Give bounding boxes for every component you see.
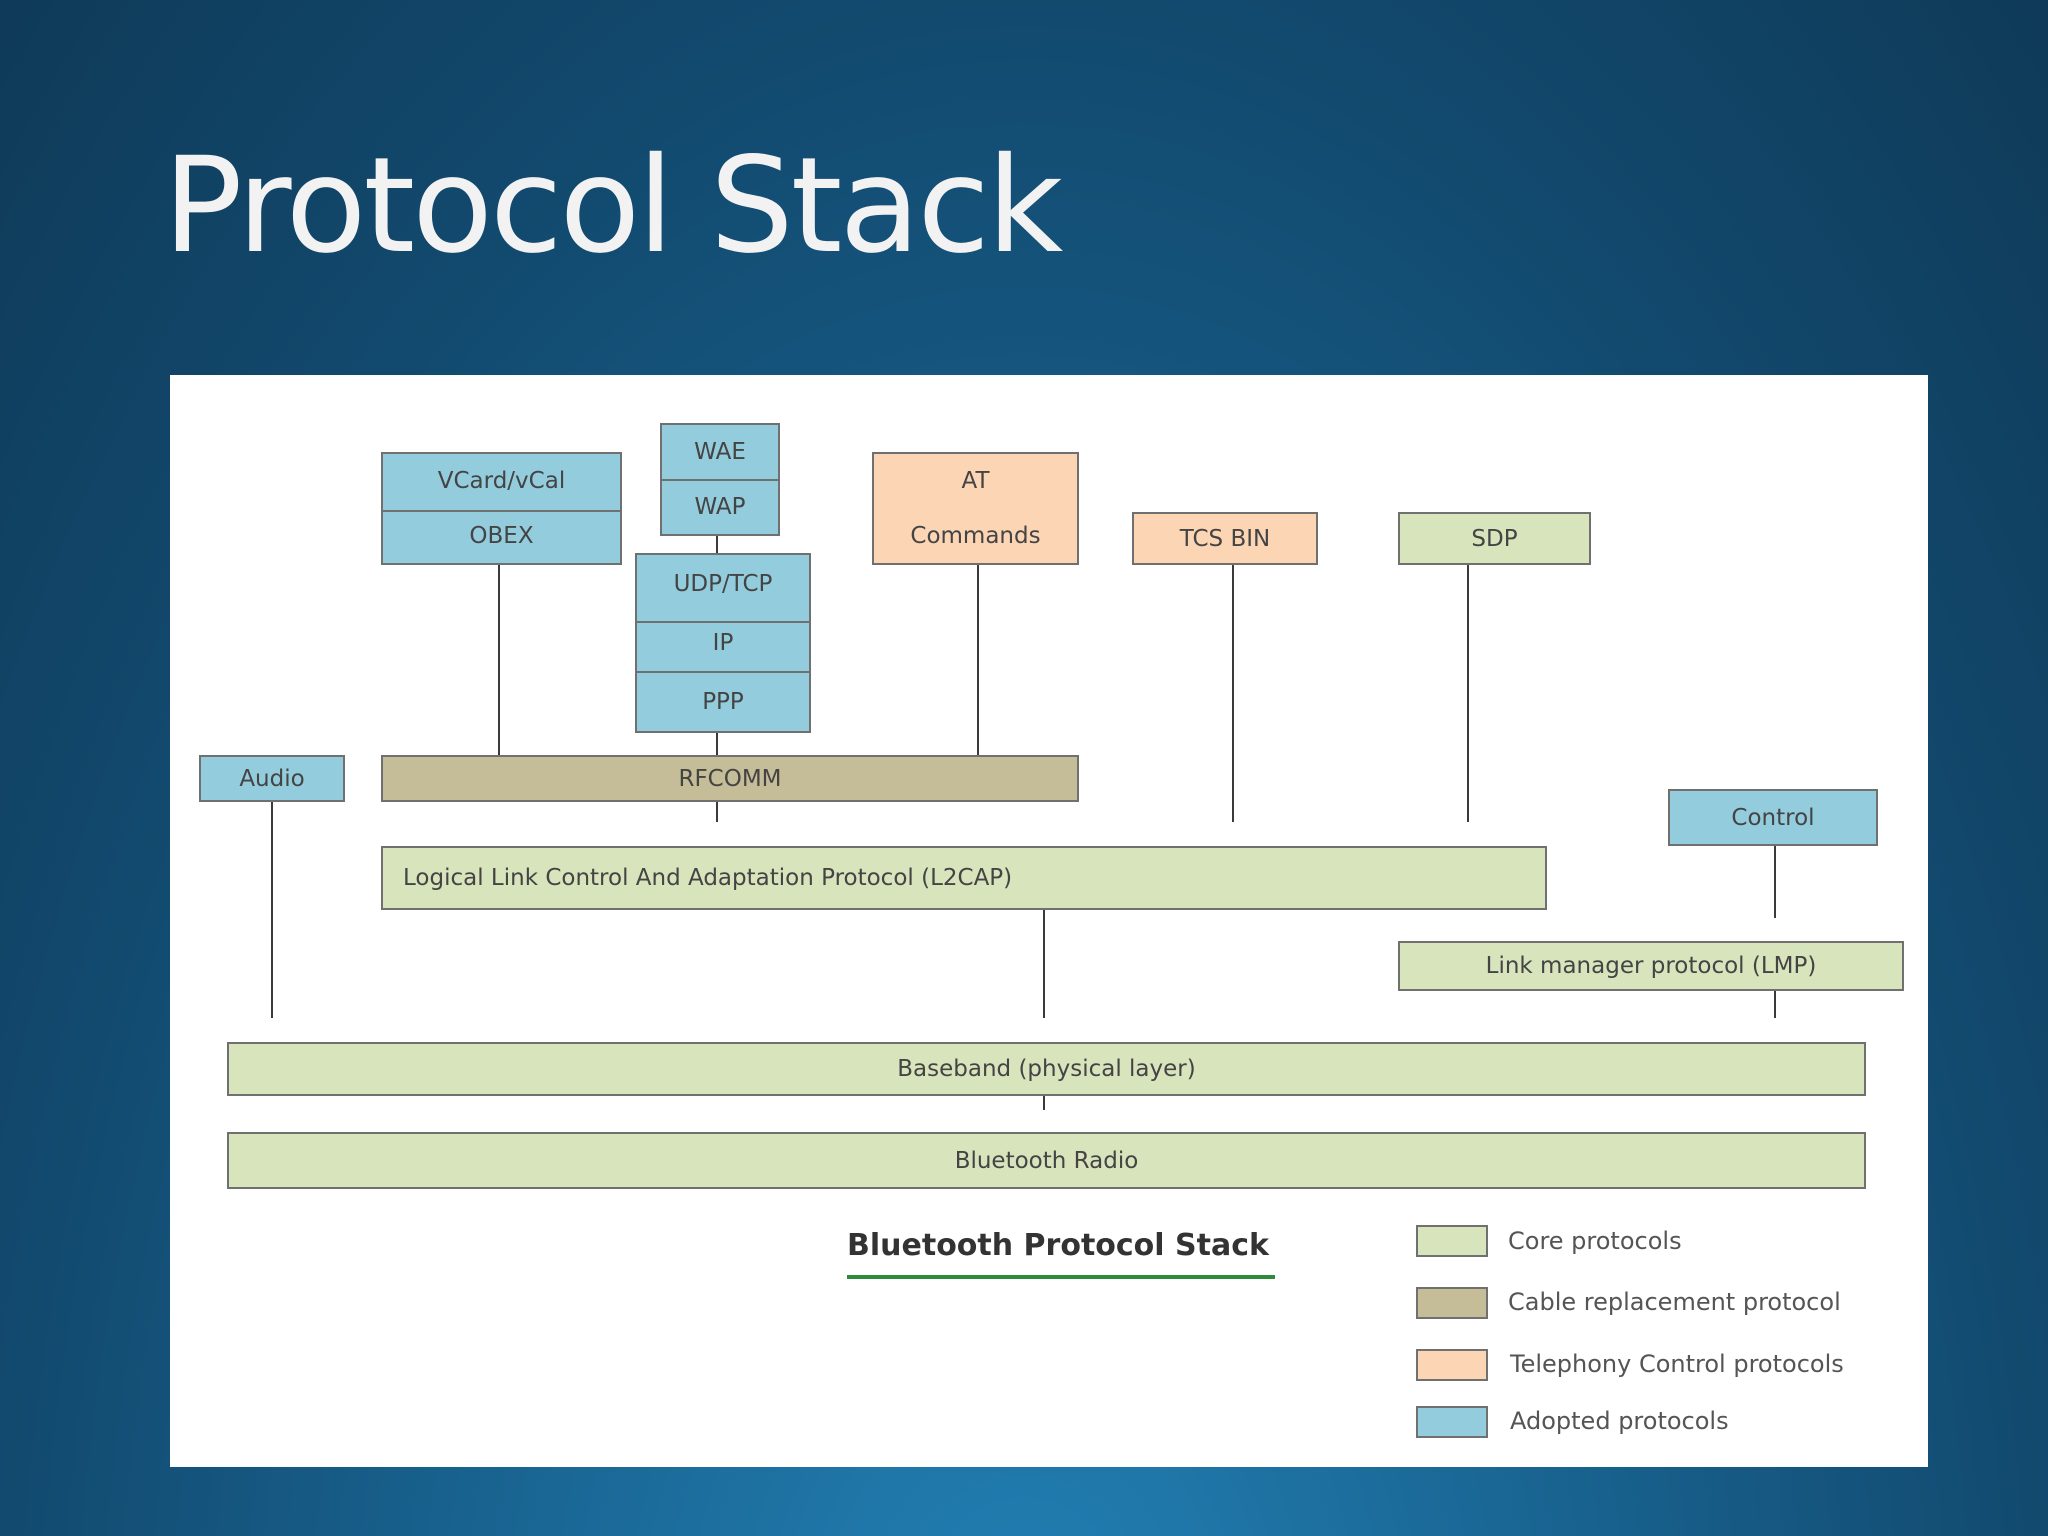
commands-label: Commands bbox=[910, 522, 1041, 549]
rfcomm-label: RFCOMM bbox=[678, 765, 782, 792]
wap-label: WAP bbox=[694, 493, 746, 520]
sdp-box: SDP bbox=[1398, 512, 1591, 565]
connector-obex-rfcomm bbox=[498, 563, 500, 755]
l2cap-box: Logical Link Control And Adaptation Prot… bbox=[381, 846, 1547, 910]
connector-sdp-l2cap bbox=[1467, 563, 1469, 822]
connector-l2cap-baseband bbox=[1043, 908, 1045, 1018]
udp-ip-ppp-block: UDP/TCP IP PPP bbox=[635, 553, 811, 733]
control-label: Control bbox=[1731, 804, 1815, 831]
audio-label: Audio bbox=[239, 765, 305, 792]
slide-title: Protocol Stack bbox=[163, 129, 1063, 283]
tcs-bin-box: TCS BIN bbox=[1132, 512, 1318, 565]
udp-ip-divider bbox=[635, 621, 811, 623]
bluetooth-radio-label: Bluetooth Radio bbox=[954, 1147, 1139, 1174]
at-label: AT bbox=[961, 468, 990, 495]
connector-at-rfcomm bbox=[977, 563, 979, 755]
lmp-box: Link manager protocol (LMP) bbox=[1398, 941, 1904, 991]
control-box: Control bbox=[1668, 789, 1878, 846]
wae-label: WAE bbox=[694, 439, 746, 466]
connector-wap-udp bbox=[716, 535, 718, 555]
baseband-box: Baseband (physical layer) bbox=[227, 1042, 1866, 1096]
obex-label: OBEX bbox=[469, 522, 534, 549]
legend-swatch-adopted bbox=[1416, 1406, 1488, 1438]
at-commands-box: AT Commands bbox=[872, 452, 1079, 565]
rfcomm-box: RFCOMM bbox=[381, 755, 1079, 802]
caption-underline bbox=[847, 1275, 1275, 1279]
tcs-bin-label: TCS BIN bbox=[1179, 525, 1271, 552]
vcard-obex-divider bbox=[381, 510, 622, 512]
connector-tcsbin-l2cap bbox=[1232, 563, 1234, 822]
ip-label: IP bbox=[712, 629, 734, 656]
connector-audio-baseband bbox=[271, 800, 273, 1018]
udp-tcp-label: UDP/TCP bbox=[673, 571, 773, 598]
legend-label-telephony: Telephony Control protocols bbox=[1510, 1350, 1844, 1378]
vcard-label: VCard/vCal bbox=[437, 468, 566, 495]
legend-label-cable: Cable replacement protocol bbox=[1508, 1288, 1841, 1316]
legend-swatch-core bbox=[1416, 1225, 1488, 1257]
audio-box: Audio bbox=[199, 755, 345, 802]
baseband-label: Baseband (physical layer) bbox=[897, 1056, 1196, 1082]
legend-swatch-cable bbox=[1416, 1287, 1488, 1319]
vcard-obex-block: VCard/vCal OBEX bbox=[381, 452, 622, 565]
bluetooth-radio-box: Bluetooth Radio bbox=[227, 1132, 1866, 1189]
wae-wap-divider bbox=[660, 479, 780, 481]
connector-lmp-baseband bbox=[1774, 965, 1776, 1018]
ip-ppp-divider bbox=[635, 671, 811, 673]
protocol-stack-diagram: VCard/vCal OBEX WAE WAP UDP/TCP IP PPP A… bbox=[170, 375, 1928, 1467]
sdp-label: SDP bbox=[1471, 525, 1518, 552]
legend-swatch-telephony bbox=[1416, 1349, 1488, 1381]
ppp-label: PPP bbox=[702, 688, 744, 715]
lmp-label: Link manager protocol (LMP) bbox=[1485, 953, 1817, 979]
connector-rfcomm-l2cap bbox=[716, 800, 718, 822]
connector-control-lmp bbox=[1774, 835, 1776, 918]
diagram-caption: Bluetooth Protocol Stack bbox=[847, 1228, 1269, 1263]
legend-label-core: Core protocols bbox=[1508, 1227, 1682, 1255]
connector-ppp-rfcomm bbox=[716, 731, 718, 755]
l2cap-label: Logical Link Control And Adaptation Prot… bbox=[403, 865, 1013, 891]
legend-label-adopted: Adopted protocols bbox=[1510, 1407, 1729, 1435]
